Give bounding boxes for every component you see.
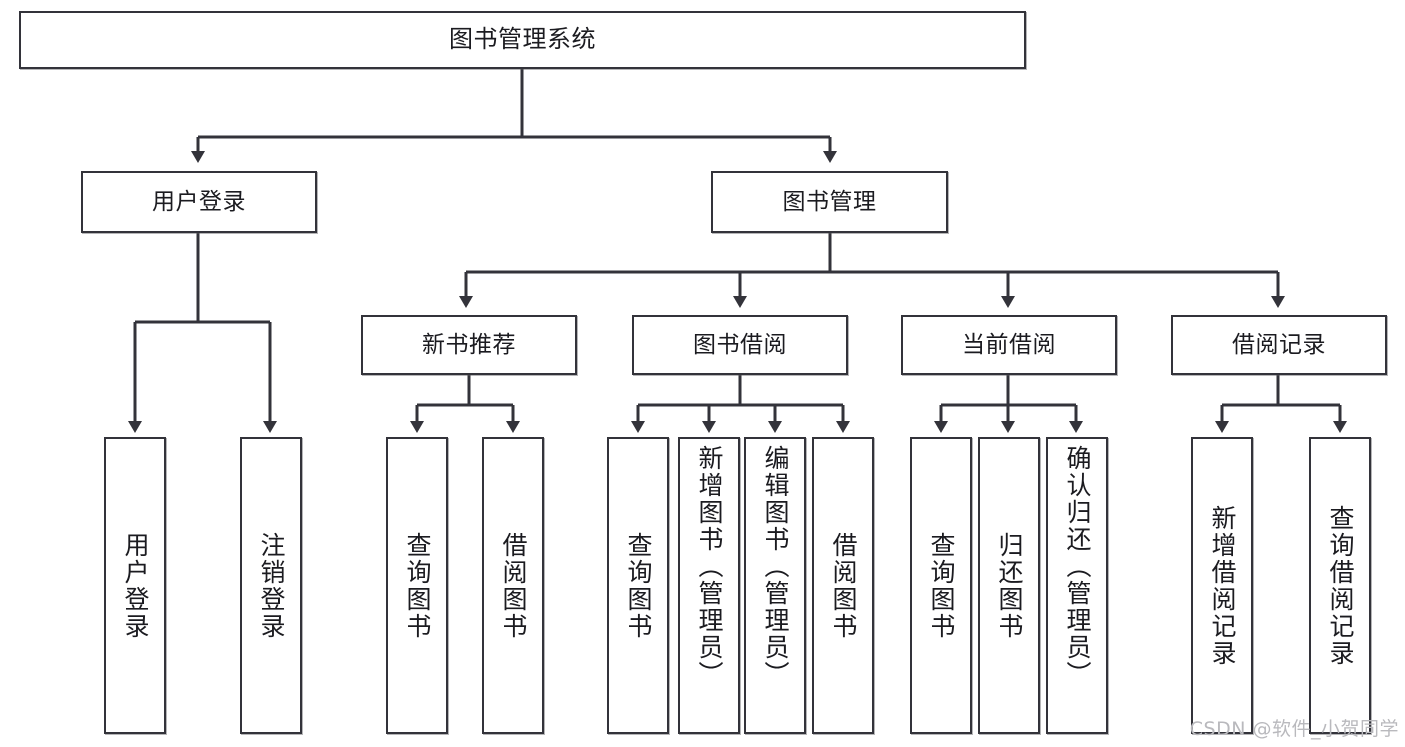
leaf-user-login-logout-label: 注销登录 xyxy=(257,531,286,640)
leaf-borrow-add-book-label: 新增图书（管理员） xyxy=(695,445,724,688)
node-user-login[interactable]: 用户登录 xyxy=(81,171,317,233)
node-new-book-recommend[interactable]: 新书推荐 xyxy=(361,315,577,375)
node-root-system-label: 图书管理系统 xyxy=(449,25,596,54)
leaf-user-login-logout[interactable]: 注销登录 xyxy=(240,437,302,734)
leaf-current-query-book-label: 查询图书 xyxy=(927,531,956,640)
leaf-record-add-record-label: 新增借阅记录 xyxy=(1208,504,1237,667)
leaf-borrow-edit-book-label: 编辑图书（管理员） xyxy=(761,445,790,688)
node-borrow-record[interactable]: 借阅记录 xyxy=(1171,315,1387,375)
node-borrow-record-label: 借阅记录 xyxy=(1232,331,1326,358)
leaf-user-login-login[interactable]: 用户登录 xyxy=(104,437,166,734)
leaf-record-query-record[interactable]: 查询借阅记录 xyxy=(1309,437,1371,734)
leaf-borrow-query-book[interactable]: 查询图书 xyxy=(607,437,669,734)
leaf-recommend-borrow-book-label: 借阅图书 xyxy=(499,531,528,640)
leaf-borrow-add-book[interactable]: 新增图书（管理员） xyxy=(678,437,740,734)
leaf-current-query-book[interactable]: 查询图书 xyxy=(910,437,972,734)
node-book-borrow[interactable]: 图书借阅 xyxy=(632,315,848,375)
leaf-borrow-edit-book[interactable]: 编辑图书（管理员） xyxy=(744,437,806,734)
leaf-current-return-book[interactable]: 归还图书 xyxy=(978,437,1040,734)
node-new-book-recommend-label: 新书推荐 xyxy=(422,331,516,358)
node-book-management[interactable]: 图书管理 xyxy=(711,171,948,233)
leaf-current-return-book-label: 归还图书 xyxy=(995,531,1024,640)
leaf-current-confirm-return-label: 确认归还（管理员） xyxy=(1063,445,1092,688)
csdn-watermark: CSDN @软件_小贺同学 xyxy=(1189,718,1399,740)
node-current-borrow-label: 当前借阅 xyxy=(962,331,1056,358)
leaf-borrow-borrow-book-label: 借阅图书 xyxy=(829,531,858,640)
leaf-record-query-record-label: 查询借阅记录 xyxy=(1326,504,1355,667)
leaf-recommend-borrow-book[interactable]: 借阅图书 xyxy=(482,437,544,734)
leaf-borrow-borrow-book[interactable]: 借阅图书 xyxy=(812,437,874,734)
leaf-user-login-login-label: 用户登录 xyxy=(121,531,150,640)
leaf-recommend-query-book-label: 查询图书 xyxy=(403,531,432,640)
leaf-current-confirm-return[interactable]: 确认归还（管理员） xyxy=(1046,437,1108,734)
leaf-recommend-query-book[interactable]: 查询图书 xyxy=(386,437,448,734)
leaf-record-add-record[interactable]: 新增借阅记录 xyxy=(1191,437,1253,734)
node-root-system[interactable]: 图书管理系统 xyxy=(19,11,1026,69)
leaf-borrow-query-book-label: 查询图书 xyxy=(624,531,653,640)
node-user-login-label: 用户登录 xyxy=(152,188,246,215)
node-current-borrow[interactable]: 当前借阅 xyxy=(901,315,1117,375)
node-book-borrow-label: 图书借阅 xyxy=(693,331,787,358)
node-book-management-label: 图书管理 xyxy=(782,188,877,215)
